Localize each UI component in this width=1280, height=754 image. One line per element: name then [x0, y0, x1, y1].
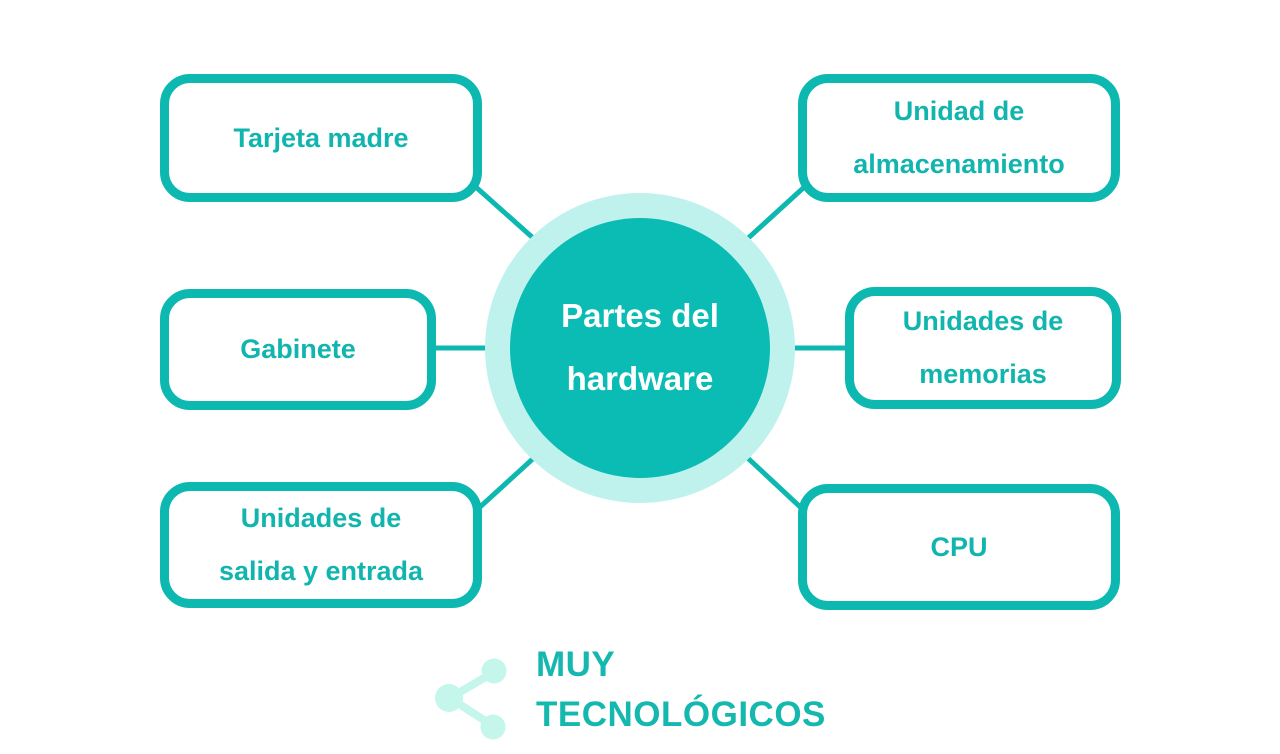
- center-node-label: Partes del hardware: [561, 297, 719, 397]
- node-label: Gabinete: [240, 334, 356, 365]
- node-gabinete: Gabinete: [160, 289, 436, 410]
- node-unidad-almacenamiento: Unidad de almacenamiento: [798, 74, 1120, 202]
- brand-name: MUY TECNOLÓGICOS: [536, 640, 826, 740]
- node-label: Unidad de almacenamiento: [853, 96, 1065, 179]
- node-label: CPU: [930, 531, 988, 562]
- node-unidades-memorias: Unidades de memorias: [845, 287, 1121, 409]
- brand-logo: MUY TECNOLÓGICOS: [432, 640, 826, 748]
- center-node-halo: Partes del hardware: [485, 193, 795, 503]
- node-cpu: CPU: [798, 484, 1120, 610]
- node-label: Unidades de memorias: [902, 306, 1064, 389]
- brand-name-line1: MUY: [536, 645, 616, 684]
- share-icon: [435, 658, 507, 740]
- node-label: Tarjeta madre: [233, 122, 409, 153]
- brand-name-line2: TECNOLÓGICOS: [536, 695, 826, 734]
- node-unidades-salida-entrada: Unidades de salida y entrada: [160, 482, 482, 608]
- center-node: Partes del hardware: [510, 218, 770, 478]
- node-tarjeta-madre: Tarjeta madre: [160, 74, 482, 202]
- node-label: Unidades de salida y entrada: [218, 503, 424, 586]
